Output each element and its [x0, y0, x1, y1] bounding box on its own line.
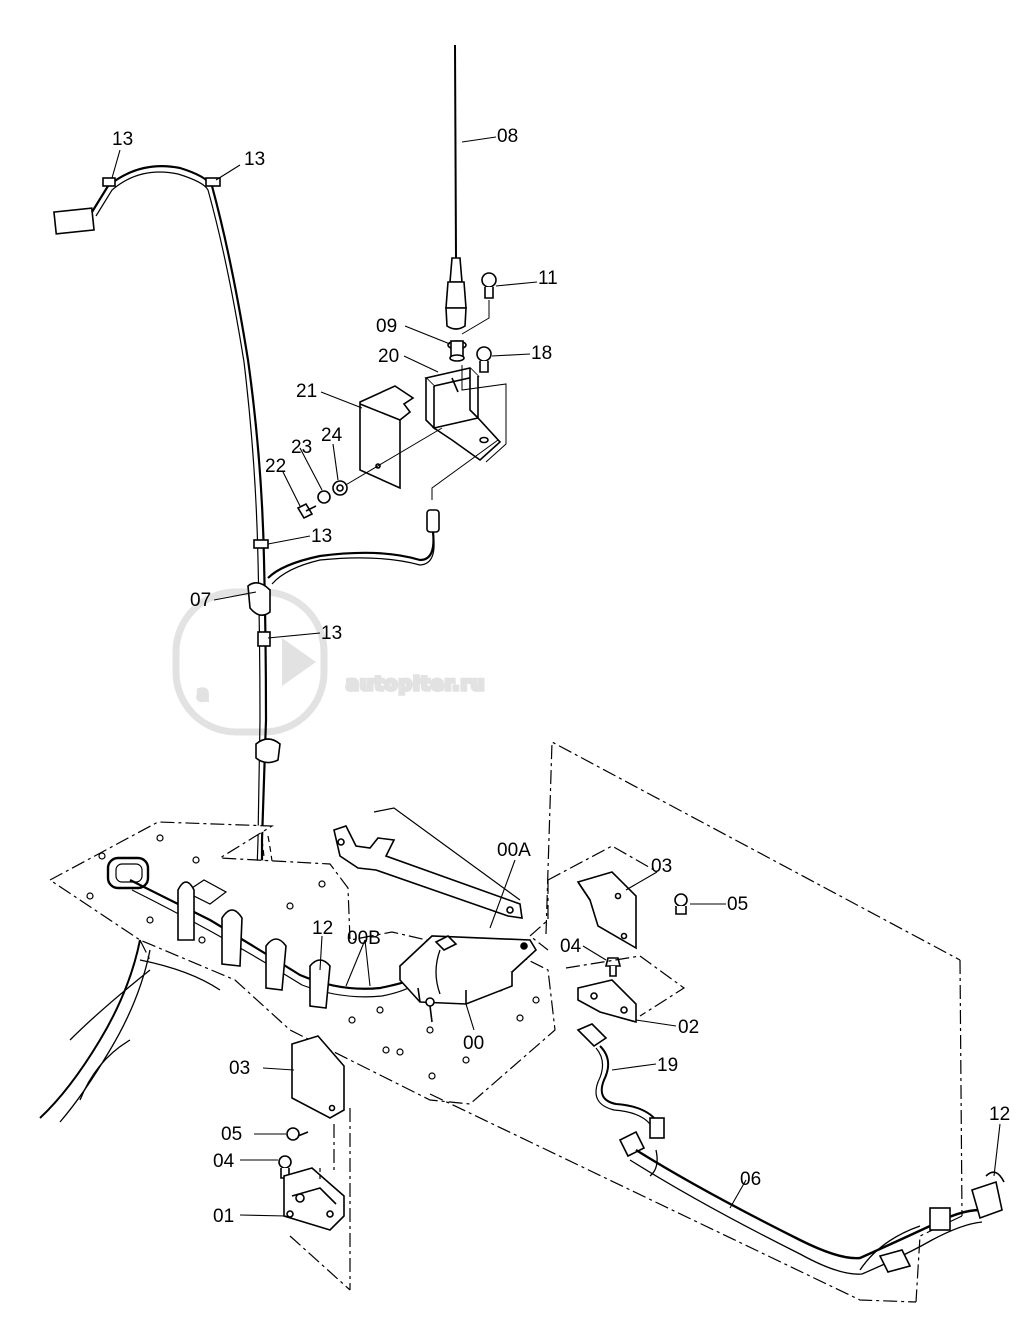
- floor-panel: [48, 821, 556, 1105]
- callout-03: 03: [229, 1058, 250, 1079]
- watermark: a autopiter.ru: [172, 588, 486, 736]
- callout-13: 13: [112, 129, 133, 150]
- callout-13: 13: [311, 526, 332, 547]
- callout-22: 22: [265, 456, 286, 477]
- callout-01: 01: [213, 1206, 234, 1227]
- watermark-logo-glyph: a: [197, 683, 209, 705]
- callout-09: 09: [376, 316, 397, 337]
- antenna-assembly: [267, 44, 507, 585]
- callout-labels: 13 13 08 11 09 18 20 21 23 24 22 13 07 1…: [112, 126, 1010, 1227]
- callout-04: 04: [213, 1151, 235, 1172]
- callout-13: 13: [321, 623, 342, 644]
- callout-04: 04: [560, 936, 582, 957]
- leader-lines: [111, 136, 1001, 1217]
- callout-05: 05: [727, 894, 748, 915]
- callout-02: 02: [678, 1017, 699, 1038]
- callout-20: 20: [378, 346, 399, 367]
- callout-00A: 00A: [497, 840, 531, 861]
- wire-harness: [53, 165, 281, 941]
- callout-00B: 00B: [347, 928, 381, 949]
- callout-11: 11: [538, 268, 558, 289]
- callout-12: 12: [312, 918, 333, 939]
- lower-brackets: [278, 1035, 351, 1291]
- callout-03: 03: [651, 856, 672, 877]
- callout-06: 06: [740, 1169, 761, 1190]
- chain-frame: [429, 741, 963, 1303]
- sub-harness: [39, 879, 413, 1123]
- callout-12: 12: [989, 1104, 1010, 1125]
- callout-24: 24: [321, 425, 343, 446]
- callout-19: 19: [657, 1055, 678, 1076]
- callout-05: 05: [221, 1124, 242, 1145]
- radio-unit: [333, 807, 538, 1023]
- watermark-text: autopiter.ru: [346, 673, 485, 695]
- callout-23: 23: [291, 437, 312, 458]
- callout-13: 13: [244, 149, 265, 170]
- callout-18: 18: [531, 343, 552, 364]
- harness-06: [576, 1023, 1005, 1275]
- callout-08: 08: [497, 126, 518, 147]
- callout-07: 07: [190, 590, 211, 611]
- right-brackets: [529, 845, 688, 1024]
- callout-21: 21: [296, 381, 317, 402]
- callout-00: 00: [463, 1033, 484, 1054]
